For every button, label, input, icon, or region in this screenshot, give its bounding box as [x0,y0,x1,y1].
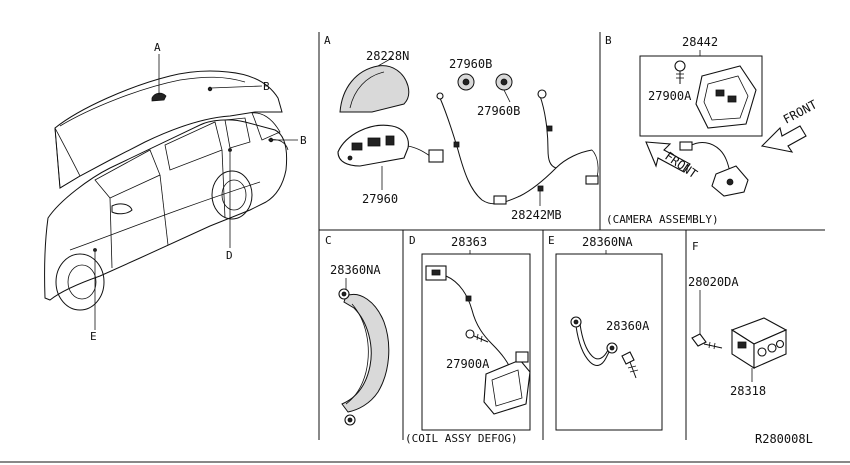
front-arrow-right [760,125,807,153]
section-f: F 28020DA 28318 [688,240,788,398]
ground-strap-shape [341,294,390,413]
section-a-letter: A [324,34,331,47]
part-27900a-camera: 27900A [648,89,692,103]
section-f-letter: F [692,240,699,253]
part-27900a-coil: 27900A [446,357,490,371]
section-d: D 28363 27900A (COIL ASSY DEFOG) [405,234,531,445]
section-c-letter: C [325,234,332,247]
part-27960b-bottom: 27960B [477,104,520,118]
strap-inset-frame [555,253,663,431]
part-28442: 28442 [682,35,718,49]
part-28360na-c: 28360NA [330,263,381,277]
section-e-letter: E [548,234,555,247]
panel-frame [0,32,850,463]
callout-e: E [90,330,97,343]
section-a: A 28228N 27960 27960B 27960B [324,34,599,222]
section-b: B 28442 27900A FRONT FRONT (CAMERA ASSEM… [605,34,819,226]
coil-assy-caption: (COIL ASSY DEFOG) [405,432,518,445]
front-label-2: FRONT [662,149,700,181]
section-c: C 28360NA [325,234,390,426]
coil-box-shape [483,359,531,415]
part-27960b-top: 27960B [449,57,492,71]
section-b-letter: B [605,34,612,47]
section-e: E 28360NA 28360A [548,234,663,431]
front-label-1: FRONT [781,97,819,126]
part-28242mb: 28242MB [511,208,562,222]
camera-inset-frame [639,55,763,137]
part-27960: 27960 [362,192,398,206]
part-28228n: 28228N [366,49,409,63]
part-28360a: 28360A [606,319,650,333]
antenna-cover-shape [339,65,410,113]
diagram-code: R280008L [755,432,813,446]
section-d-letter: D [409,234,416,247]
camera-assembly-caption: (CAMERA ASSEMBLY) [606,213,719,226]
part-28020da: 28020DA [688,275,739,289]
callout-a: A [154,41,161,54]
part-28318: 28318 [730,384,766,398]
callout-d: D [226,249,233,262]
callout-b-roof: B [263,80,270,93]
vehicle-illustration: A B B D E [44,41,307,343]
part-28360na-e: 28360NA [582,235,633,249]
coil-inset-frame [421,253,531,431]
part-28363: 28363 [451,235,487,249]
front-arrow-left [645,141,691,173]
callout-b-trunk: B [300,134,307,147]
